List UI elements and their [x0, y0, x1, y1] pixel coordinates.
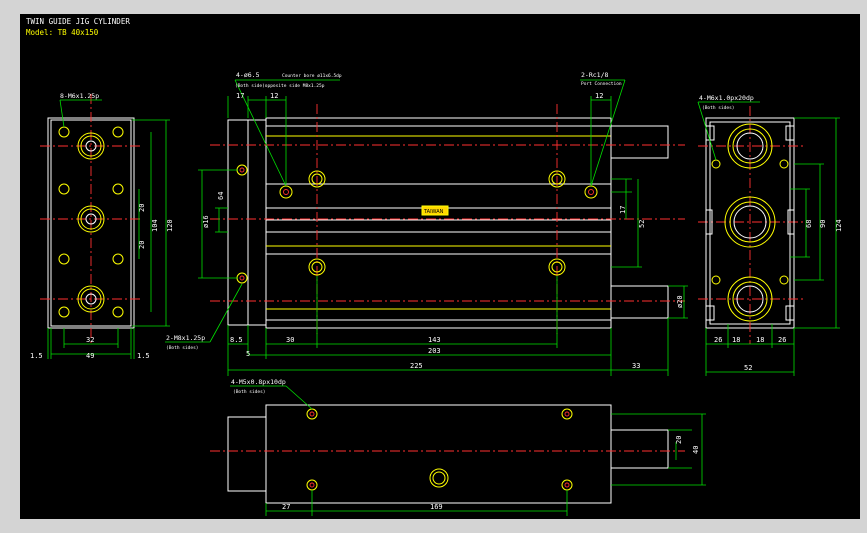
- dim-17-top: 17: [236, 92, 244, 100]
- dim-52-right-view: 52: [744, 364, 752, 372]
- dim-124: 124: [835, 219, 843, 232]
- holes-callout-counterbore: Counter bore ø11x6.5dp: [282, 73, 342, 79]
- port-callout: 2-Rc1/8: [581, 71, 608, 79]
- cad-drawing: TWIN GUIDE JIG CYLINDER Model: TB 40x150…: [26, 17, 843, 516]
- logo-text: TAIWAN: [423, 209, 444, 215]
- right-view-callout-note: (Both sides): [702, 105, 735, 111]
- dim-49: 49: [86, 352, 94, 360]
- dim-120: 120: [166, 219, 174, 232]
- right-end-view: 4-M6x1.0px20dp (Both sides) 68 90 124 26…: [697, 94, 843, 376]
- dim-18-left: 18: [732, 336, 740, 344]
- dim-dia20: ø20: [676, 295, 684, 308]
- dim-32: 32: [86, 336, 94, 344]
- dim-18-right: 18: [756, 336, 764, 344]
- holes-callout: 4-ø6.5: [236, 71, 260, 79]
- drawing-title: TWIN GUIDE JIG CYLINDER: [26, 17, 130, 26]
- drawing-canvas[interactable]: TWIN GUIDE JIG CYLINDER Model: TB 40x150…: [20, 14, 860, 519]
- left-end-view: 8-M6x1.25p 120 104 20 20 32 49 1.5 1.5: [30, 92, 174, 360]
- dim-64: 64: [217, 192, 225, 200]
- dim-20-bottom: 20: [138, 241, 146, 249]
- model-label: Model: TB 40x150: [26, 28, 99, 37]
- dim-12-left: 12: [270, 92, 278, 100]
- dim-40: 40: [692, 446, 700, 454]
- holes-callout-note: (Both side)opposite side M8x1.25p: [235, 83, 325, 89]
- right-view-callout: 4-M6x1.0px20dp: [699, 94, 754, 102]
- manufacturer-logo: [421, 205, 449, 216]
- dim-90: 90: [819, 220, 827, 228]
- dim-dia16: ø16: [202, 215, 210, 228]
- front-view: TAIWAN 4-ø6.5 Counter bore ø11x6.5dp (Bo…: [165, 71, 688, 376]
- dim-20-top: 20: [138, 204, 146, 212]
- dim-26-right: 26: [778, 336, 786, 344]
- dim-1-5-right: 1.5: [137, 352, 150, 360]
- dim-27: 27: [282, 503, 290, 511]
- dim-1-5-left: 1.5: [30, 352, 43, 360]
- dim-203: 203: [428, 347, 441, 355]
- dim-68: 68: [805, 220, 813, 228]
- dim-8-5: 8.5: [230, 336, 243, 344]
- bottom-view-callout-note: (Both sides): [233, 389, 266, 395]
- dim-26-left: 26: [714, 336, 722, 344]
- side-callout: 2-M8x1.25p: [166, 334, 205, 342]
- left-view-callout: 8-M6x1.25p: [60, 92, 99, 100]
- dim-104: 104: [151, 219, 159, 232]
- side-callout-note: (Both sides): [166, 345, 199, 351]
- dim-20-bottom-view: 20: [675, 436, 683, 444]
- dim-143: 143: [428, 336, 441, 344]
- dim-5: 5: [246, 350, 250, 358]
- dim-169: 169: [430, 503, 443, 511]
- dim-52: 52: [638, 220, 646, 228]
- port-callout-note: Port Connection: [581, 81, 622, 87]
- dim-33: 33: [632, 362, 640, 370]
- dim-30: 30: [286, 336, 294, 344]
- dim-17-vertical: 17: [619, 206, 627, 214]
- dim-225: 225: [410, 362, 423, 370]
- bottom-view-callout: 4-M5x0.8px10dp: [231, 378, 286, 386]
- bottom-view: 4-M5x0.8px10dp (Both sides) 20 40 27 169: [210, 378, 706, 516]
- dim-12-right: 12: [595, 92, 603, 100]
